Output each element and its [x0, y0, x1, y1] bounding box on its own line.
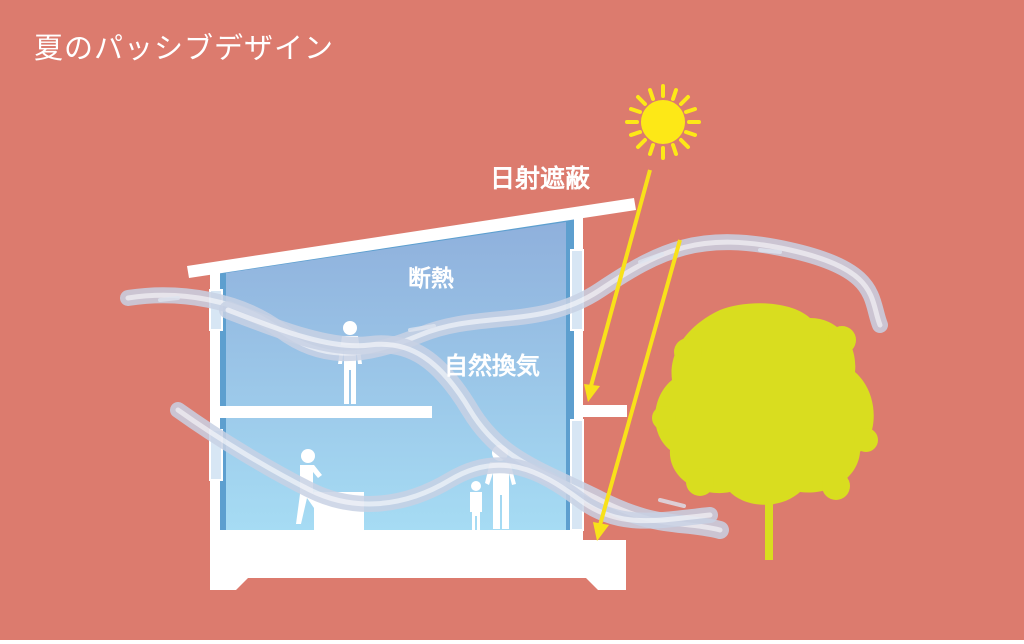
sun-ray-low-arrow: [593, 522, 609, 541]
label-solar-shading: 日射遮蔽: [490, 164, 591, 193]
ground-floor: [220, 530, 576, 540]
label-natural-ventilation: 自然換気: [444, 352, 540, 380]
sun-ray-low: [598, 239, 682, 526]
wind-streams: [120, 234, 888, 539]
window-right-upper: [570, 249, 584, 331]
window-right-lower: [570, 419, 584, 531]
page-title: 夏のパッシブデザイン: [34, 31, 335, 65]
sun-ray-high-arrow: [584, 384, 600, 402]
label-insulation: 断熱: [408, 266, 454, 292]
eave-shade: [579, 405, 627, 417]
roof: [187, 198, 636, 278]
sun-icon: [625, 84, 701, 160]
person-silhouette-icon: [470, 481, 482, 530]
sun-rays: [584, 169, 682, 541]
tree-icon: [652, 303, 878, 560]
sun-ray-high: [589, 169, 652, 387]
house-foundation: [210, 540, 626, 590]
second-floor-slab: [220, 406, 432, 418]
wind-stream-lower-highlight: [175, 407, 713, 524]
